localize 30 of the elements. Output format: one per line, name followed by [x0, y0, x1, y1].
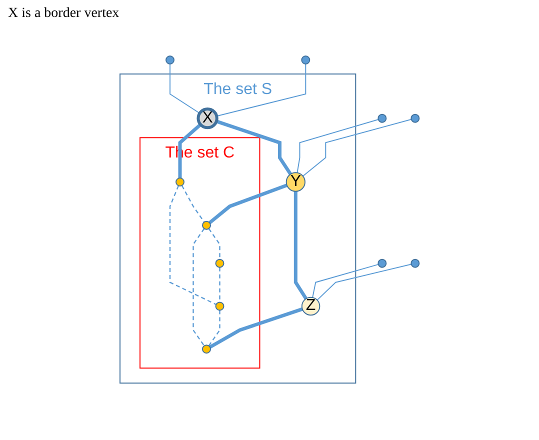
connector [208, 184, 288, 225]
node-circle [410, 259, 420, 268]
connector [216, 120, 292, 176]
connector [192, 228, 205, 347]
node-circle [410, 114, 420, 124]
node-circle [215, 259, 224, 268]
node-circle [301, 56, 310, 65]
connector [209, 308, 303, 350]
node-circle: X [196, 108, 218, 130]
connector [169, 64, 200, 114]
node-circle [202, 345, 211, 354]
connector [302, 119, 412, 178]
connector [294, 192, 308, 300]
connector [208, 228, 220, 260]
connector [312, 264, 379, 298]
node-circle [175, 178, 184, 187]
node-circle: Z [301, 297, 320, 316]
annotation-text: X is a border vertex [8, 6, 120, 22]
node-circle: Y [286, 172, 306, 192]
connector [216, 64, 306, 118]
connector [181, 186, 205, 223]
connector [169, 186, 216, 306]
node-circle [165, 56, 174, 65]
connector [208, 310, 220, 347]
node-circle [378, 114, 387, 124]
node-circle [202, 221, 211, 230]
connector [316, 264, 412, 301]
connector [296, 119, 379, 174]
node-circle [215, 302, 224, 312]
node-circle [378, 259, 387, 268]
